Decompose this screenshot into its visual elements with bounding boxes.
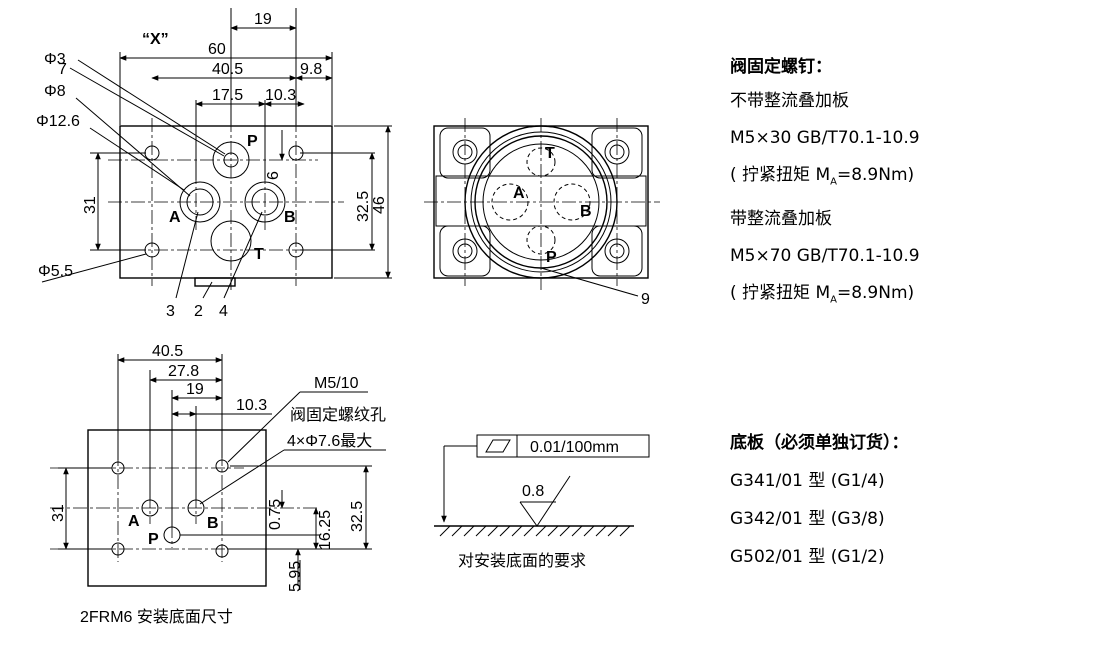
fixing-screw-notes: 阀固定螺钉： 不带整流叠加板 M5×30 GB/T70.1-10.9 ( 拧紧扭… [730,52,1090,328]
notes-line-4: M5×70 GB/T70.1-10.9 [730,246,920,267]
base-dim-27-8: 27.8 [168,363,199,380]
dim-32-5: 32.5 [355,191,372,222]
base-view: A B P 40.5 27.8 19 10.3 31 0.75 16.25 32… [50,343,386,626]
thread-hole [215,459,229,473]
base-dim-10-3: 10.3 [236,397,267,414]
base-plate-list: 底板（必须单独订货）： G341/01 型 (G1/4) G342/01 型 (… [730,428,1090,585]
view-mark: “X” [142,31,169,48]
callout-phi3: Φ3 [44,51,66,68]
port-a-outer [179,181,221,223]
callout-phi12-6: Φ12.6 [36,113,80,130]
top-view-tab [194,277,236,287]
front-port-a: A [513,185,525,202]
dim-46: 46 [371,196,388,214]
callout-phi5-5: Φ5.5 [38,263,73,280]
surface-requirement: 0.01/100mm 0.8 对安装底面的要求 [434,434,650,570]
base-thread: M5/10 [314,375,359,392]
base-dim-32-5: 32.5 [349,501,366,532]
flatness-value: 0.01/100mm [530,439,619,456]
callout-7: 7 [58,61,67,78]
callout-3: 3 [166,303,175,320]
dim-9-8: 9.8 [300,61,322,78]
front-port-b: B [580,203,592,220]
dim-19: 19 [254,11,272,28]
port-t-outer [210,220,252,262]
port-label-t: T [254,246,264,263]
base-dim-19: 19 [186,381,204,398]
base-note-1: 阀固定螺纹孔 [290,406,386,424]
thread-hole [215,544,229,558]
front-view: T A B P 9 [424,118,660,308]
base-dim-16-25: 16.25 [317,510,334,550]
callout-4: 4 [219,303,228,320]
notes-line-1: 不带整流叠加板 [730,91,849,111]
front-port-p: P [546,249,557,266]
notes-line-2: M5×30 GB/T70.1-10.9 [730,128,920,148]
base-plate-item: G341/01 型 (G1/4) [730,471,885,491]
port-a-inner [186,188,214,216]
port-label-p: P [247,133,258,150]
base-dim-5-95: 5.95 [287,561,304,592]
roughness-value: 0.8 [522,483,544,500]
base-port-p: P [148,531,159,548]
base-dim-0-75: 0.75 [267,499,284,530]
notes-heading: 阀固定螺钉： [730,57,832,77]
base-caption: 2FRM6 安装底面尺寸 [80,608,233,626]
port-label-b: B [284,209,296,226]
base-port-a: A [128,513,140,530]
base-dim-31: 31 [50,504,67,522]
callout-2: 2 [194,303,203,320]
callout-phi8: Φ8 [44,83,66,100]
front-port-t: T [545,145,555,162]
base-plate-item: G502/01 型 (G1/2) [730,547,885,567]
callout-9: 9 [641,291,650,308]
port-label-a: A [169,209,181,226]
dim-17-5: 17.5 [212,87,243,104]
dim-31: 31 [82,196,99,214]
dim-40-5: 40.5 [212,61,243,78]
port-b-outer [244,181,286,223]
base-port-b: B [207,515,219,532]
surface-caption: 对安装底面的要求 [458,552,586,570]
dim-60: 60 [208,41,226,58]
base-plate-item: G342/01 型 (G3/8) [730,509,885,529]
base-note-2: 4×Φ7.6最大 [287,432,372,450]
base-plate-heading: 底板（必须单独订货）： [730,433,909,453]
notes-torque-2: ( 拧紧扭矩 MA=8.9Nm) [730,283,915,306]
base-dim-40-5: 40.5 [152,343,183,360]
dim-10-3: 10.3 [265,87,296,104]
top-view: P A B T 19 “X” 60 40.5 9.8 17.5 10.3 6 3… [36,8,392,320]
port-p-inner [223,152,239,168]
flatness-icon [485,439,511,453]
port-b-inner [251,188,279,216]
port-p-outer [212,141,250,179]
notes-line-3: 带整流叠加板 [730,209,832,230]
notes-torque-1: ( 拧紧扭矩 MA=8.9Nm) [730,165,915,188]
dim-6: 6 [265,171,282,180]
